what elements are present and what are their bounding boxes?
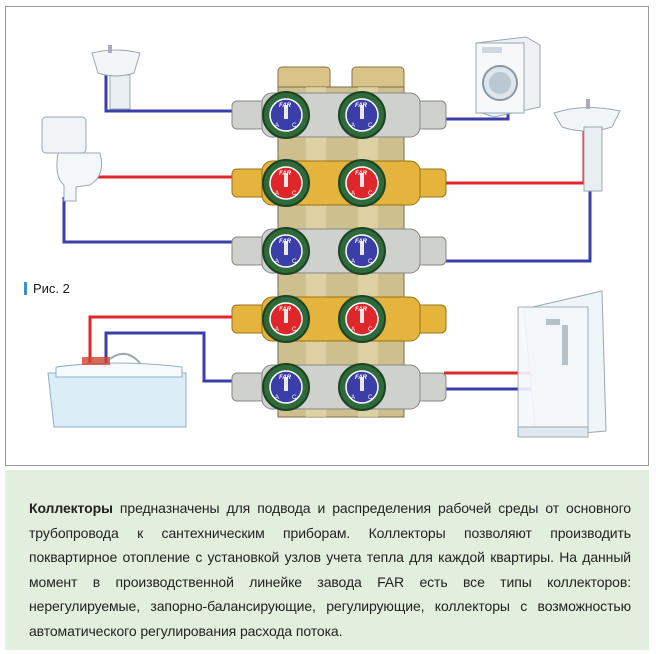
dial-letter: C: [368, 327, 373, 333]
valve-dial: A C FAR: [338, 295, 386, 343]
dial-letter: A: [275, 123, 279, 129]
manifold-row: A C FAR A C FAR: [231, 295, 447, 343]
pipe-toilet-hot: [82, 157, 238, 179]
valve-dial: A C FAR: [338, 227, 386, 275]
washbasin-icon: [553, 99, 621, 192]
manifold-diagram: A C FAR A C FAR A C FAR A C FAR A C FAR A C FAR A C FAR A C FAR…: [41, 36, 621, 438]
valve-dial: A C FAR: [262, 159, 310, 207]
pipe-washbasin-right-cold: [444, 129, 592, 263]
valve-dial: A C FAR: [262, 91, 310, 139]
manifold-row: A C FAR A C FAR: [231, 227, 447, 275]
dial-letter: A: [351, 259, 355, 265]
manifold-figure: A C FAR A C FAR A C FAR A C FAR A C FAR A C FAR A C FAR A C FAR…: [5, 6, 649, 466]
pipe-bath-cold: [104, 331, 238, 383]
washing-machine-icon: [475, 36, 541, 118]
dial-letter: A: [275, 259, 279, 265]
valve-dial: A C FAR: [338, 363, 386, 411]
dial-letter: A: [275, 191, 279, 197]
caption-lead: Коллекторы: [29, 500, 113, 516]
dial-letter: C: [368, 395, 373, 401]
bathtub-icon: [47, 352, 187, 428]
figure-label: Рис. 2: [24, 281, 70, 296]
caption-text: предназначены для подвода и распределени…: [29, 500, 631, 639]
dial-letter: A: [351, 191, 355, 197]
dial-brand: FAR: [355, 103, 368, 109]
dial-brand: FAR: [279, 239, 292, 245]
manifold-row: A C FAR A C FAR: [231, 363, 447, 411]
valve-dial: A C FAR: [338, 91, 386, 139]
manifold-row: A C FAR A C FAR: [231, 91, 447, 139]
pipe-washbasin-top-cold: [104, 67, 246, 113]
dial-letter: C: [292, 123, 297, 129]
dial-brand: FAR: [355, 307, 368, 313]
dial-brand: FAR: [355, 239, 368, 245]
dial-brand: FAR: [279, 171, 292, 177]
valve-dial: A C FAR: [262, 295, 310, 343]
dial-letter: A: [351, 395, 355, 401]
dial-letter: C: [292, 191, 297, 197]
dial-letter: C: [292, 395, 297, 401]
washbasin-icon: [91, 45, 141, 110]
dial-letter: C: [292, 327, 297, 333]
figure-label-marker: [24, 282, 27, 295]
dial-brand: FAR: [279, 103, 292, 109]
dial-letter: A: [275, 395, 279, 401]
caption-paragraph: Коллекторы предназначены для подвода и р…: [29, 496, 631, 643]
caption-box: Коллекторы предназначены для подвода и р…: [5, 470, 649, 650]
toilet-icon: [41, 116, 103, 202]
figure-label-text: Рис. 2: [33, 281, 70, 296]
dial-letter: A: [351, 327, 355, 333]
dial-letter: C: [368, 123, 373, 129]
dial-letter: A: [275, 327, 279, 333]
pipe-washbasin-right-hot: [444, 129, 586, 185]
shower-cabin-icon: [517, 290, 607, 438]
dial-letter: C: [292, 259, 297, 265]
dial-brand: FAR: [279, 307, 292, 313]
dial-letter: A: [351, 123, 355, 129]
pipe-bath-hot: [88, 315, 238, 363]
dial-letter: C: [368, 259, 373, 265]
manifold-rows: A C FAR A C FAR A C FAR A C FAR A C FAR A C FAR A C FAR A C FAR…: [231, 91, 447, 411]
valve-dial: A C FAR: [262, 363, 310, 411]
dial-letter: C: [368, 191, 373, 197]
dial-brand: FAR: [279, 375, 292, 381]
dial-brand: FAR: [355, 171, 368, 177]
manifold-row: A C FAR A C FAR: [231, 159, 447, 207]
dial-brand: FAR: [355, 375, 368, 381]
valve-dial: A C FAR: [262, 227, 310, 275]
pipe-toilet-cold: [62, 197, 238, 244]
valve-dial: A C FAR: [338, 159, 386, 207]
